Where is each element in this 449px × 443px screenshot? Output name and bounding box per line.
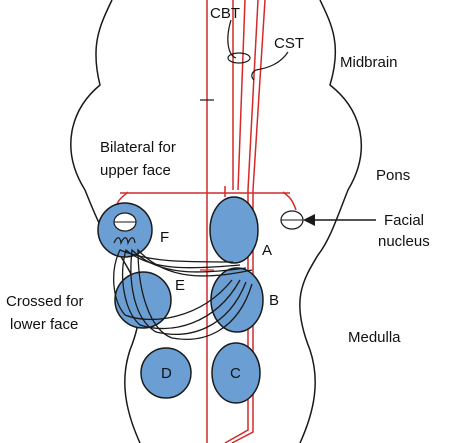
label-pons: Pons <box>376 167 410 184</box>
facial-nucleus-arrowhead <box>303 214 315 226</box>
cst-pointer <box>252 52 288 80</box>
label-crossed-line2: lower face <box>10 316 78 333</box>
cbt-pointer <box>228 20 236 58</box>
label-cbt: CBT <box>210 5 240 22</box>
label-bilateral-line1: Bilateral for <box>100 139 176 156</box>
label-facial-line1: Facial <box>384 212 424 229</box>
label-nucleus-c: C <box>230 365 241 382</box>
label-nucleus-e: E <box>175 277 185 294</box>
label-facial-line2: nucleus <box>378 233 430 250</box>
label-nucleus-a: A <box>262 242 272 259</box>
label-crossed-line1: Crossed for <box>6 293 84 310</box>
label-nucleus-b: B <box>269 292 279 309</box>
nucleus-a <box>210 197 258 263</box>
label-nucleus-f: F <box>160 229 169 246</box>
label-medulla: Medulla <box>348 329 401 346</box>
label-nucleus-d: D <box>161 365 172 382</box>
label-bilateral-line2: upper face <box>100 162 171 179</box>
label-cst: CST <box>274 35 304 52</box>
bilateral-branch-right-hook <box>283 192 296 210</box>
cbt-loop <box>228 53 250 63</box>
corticobulbar-tract-2 <box>238 0 245 190</box>
label-midbrain: Midbrain <box>340 54 398 71</box>
